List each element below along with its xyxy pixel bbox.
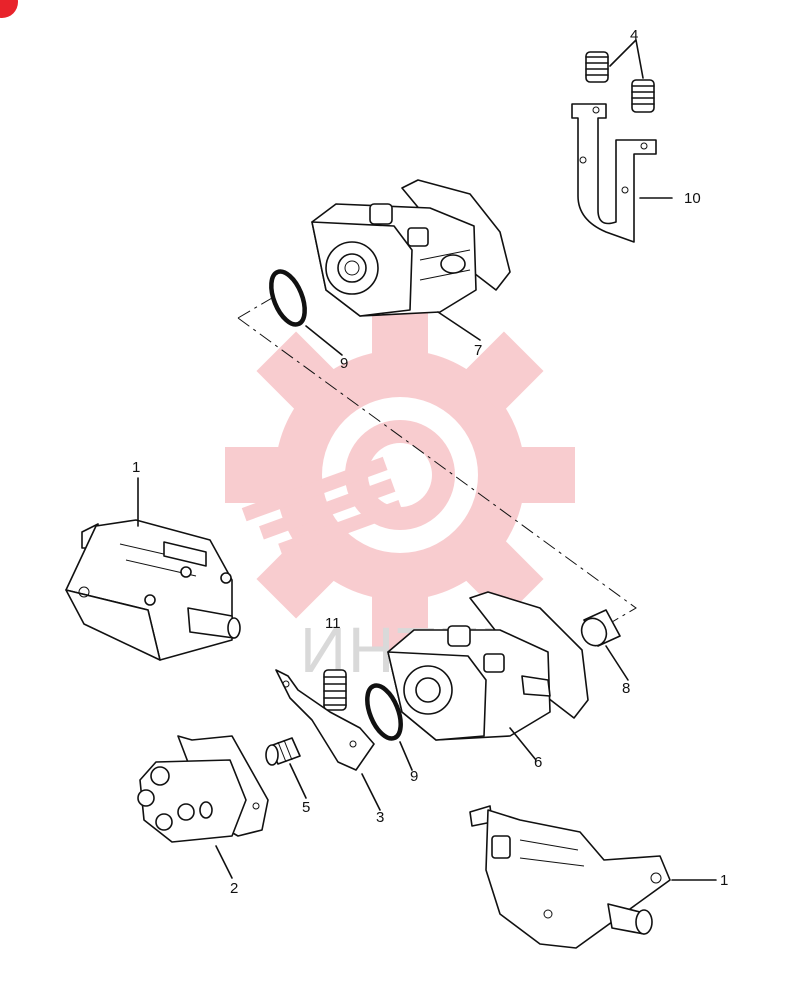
callout-9-lower: 9 <box>410 768 418 785</box>
spring-4a <box>585 51 609 83</box>
callout-1-right: 1 <box>720 872 728 889</box>
callout-9-upper: 9 <box>340 355 348 372</box>
callout-10: 10 <box>684 190 701 207</box>
callout-2: 2 <box>230 880 238 897</box>
bracket-10 <box>571 103 657 243</box>
pump-1b <box>469 805 671 949</box>
callout-1-left: 1 <box>132 459 140 476</box>
pump-7 <box>311 179 511 317</box>
o-ring-9a <box>269 269 307 327</box>
spring-11 <box>323 669 347 711</box>
callout-7: 7 <box>474 342 482 359</box>
pump-6 <box>387 591 589 741</box>
alignment-line <box>237 297 637 623</box>
callout-3: 3 <box>376 809 384 826</box>
bracket-3 <box>275 669 375 771</box>
callout-8: 8 <box>622 680 630 697</box>
o-ring-9b <box>365 683 403 741</box>
callout-6: 6 <box>534 754 542 771</box>
pump-1a <box>65 519 241 661</box>
pump-2 <box>137 735 269 843</box>
callout-4: 4 <box>630 27 638 44</box>
corner-badge <box>0 0 18 18</box>
callout-5: 5 <box>302 799 310 816</box>
bushing-8 <box>580 609 621 647</box>
callout-11: 11 <box>325 615 341 632</box>
bushing-5 <box>265 737 301 766</box>
spring-4b <box>631 79 655 113</box>
watermark-gear <box>225 300 575 650</box>
